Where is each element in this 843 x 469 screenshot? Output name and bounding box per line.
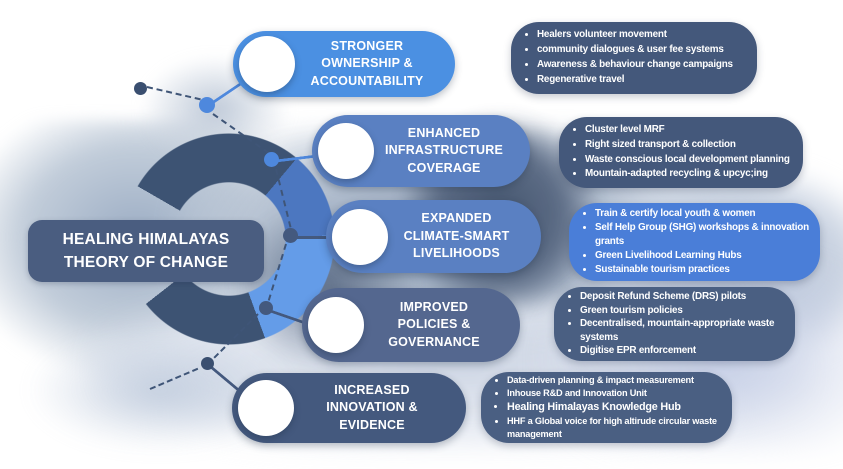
outputs-box-policies: Deposit Refund Scheme (DRS) pilots Green… (554, 287, 795, 361)
pill-circle (308, 297, 364, 353)
bullet-item: community dialogues & user fee systems (537, 43, 747, 58)
pill-circle (332, 208, 388, 265)
outcome-label: EXPANDED CLIMATE-SMART LIVELIHOODS (403, 211, 510, 261)
bullet-item: Decentralised, mountain-appropriate wast… (580, 317, 785, 344)
outcome-pill-livelihoods: EXPANDED CLIMATE-SMART LIVELIHOODS (326, 200, 541, 273)
pill-circle (318, 123, 374, 179)
bullet-list: Train & certify local youth & women Self… (569, 201, 820, 283)
bullet-item: Train & certify local youth & women (595, 207, 810, 221)
bullet-item: Sustainable tourism practices (595, 263, 810, 277)
node-dot (259, 301, 273, 315)
node-dot (283, 228, 298, 243)
outcome-label: IMPROVED POLICIES & GOVERNANCE (388, 299, 480, 349)
outcome-pill-infrastructure: ENHANCED INFRASTRUCTURE COVERAGE (312, 115, 530, 187)
outputs-box-innovation: Data-driven planning & impact measuremen… (481, 372, 732, 443)
connector-line (291, 236, 352, 239)
bullet-item: Inhouse R&D and Innovation Unit (507, 387, 722, 400)
bullet-list: Data-driven planning & impact measuremen… (481, 368, 732, 447)
bullet-list: Cluster level MRF Right sized transport … (559, 117, 803, 188)
bullet-item: HHF a Global voice for high altirude cir… (507, 415, 722, 441)
bullet-item: Green Livelihood Learning Hubs (595, 249, 810, 263)
bullet-item: Regenerative travel (537, 73, 747, 88)
node-dot (199, 97, 215, 113)
bullet-item: Cluster level MRF (585, 123, 793, 138)
node-dot (264, 152, 279, 167)
bullet-item: Awareness & behaviour change campaigns (537, 58, 747, 73)
bullet-item: Waste conscious local development planni… (585, 153, 793, 168)
outputs-box-ownership: Healers volunteer movement community dia… (511, 22, 757, 94)
pill-circle (238, 380, 294, 436)
dashed-connector (149, 367, 199, 390)
outcome-label: ENHANCED INFRASTRUCTURE COVERAGE (384, 125, 504, 175)
bullet-item: Self Help Group (SHG) workshops & innova… (595, 221, 810, 249)
bullet-item: Right sized transport & collection (585, 138, 793, 153)
bullet-item: Healers volunteer movement (537, 28, 747, 43)
page-title: HEALING HIMALAYAS THEORY OF CHANGE (28, 220, 264, 282)
bullet-item: Deposit Refund Scheme (DRS) pilots (580, 290, 785, 304)
outputs-box-infrastructure: Cluster level MRF Right sized transport … (559, 117, 803, 188)
dashed-connector (146, 86, 201, 101)
node-dot (201, 357, 214, 370)
bullet-item: Data-driven planning & impact measuremen… (507, 374, 722, 387)
bullet-item: Digitise EPR enforcement (580, 344, 785, 358)
bullet-list: Healers volunteer movement community dia… (511, 22, 757, 93)
bullet-list: Deposit Refund Scheme (DRS) pilots Green… (554, 284, 795, 364)
pill-circle (239, 36, 295, 92)
outcome-pill-stronger-ownership: STRONGER OWNERSHIP & ACCOUNTABILITY (233, 31, 455, 97)
bullet-item: Healing Himalayas Knowledge Hub (507, 400, 722, 415)
node-dot (134, 82, 147, 95)
outcome-pill-policies: IMPROVED POLICIES & GOVERNANCE (302, 288, 520, 362)
bullet-item: Mountain-adapted recycling & upcyc;ing (585, 167, 793, 182)
outputs-box-livelihoods: Train & certify local youth & women Self… (569, 203, 820, 281)
outcome-label: INCREASED INNOVATION & EVIDENCE (326, 382, 418, 432)
outcome-label: STRONGER OWNERSHIP & ACCOUNTABILITY (310, 38, 424, 88)
bullet-item: Green tourism policies (580, 304, 785, 318)
outcome-pill-innovation: INCREASED INNOVATION & EVIDENCE (232, 373, 466, 443)
